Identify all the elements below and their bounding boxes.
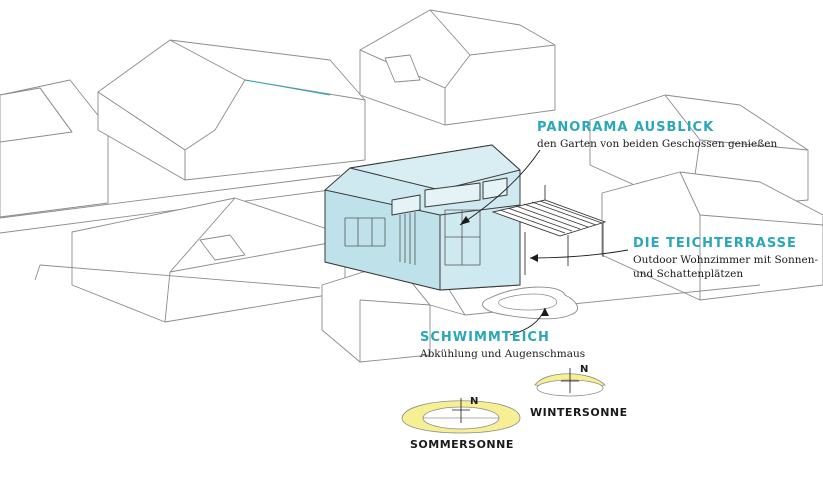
neighbor-house-top-center (97, 39, 366, 181)
summer-north-label: N (470, 396, 479, 407)
annotation-schwimmteich: SCHWIMMTEICH Abkühlung und Augenschmaus (420, 330, 585, 361)
arrowhead-teichterrasse (530, 254, 538, 262)
terrace-pergola (491, 185, 607, 275)
lot-boundary (34, 264, 321, 289)
main-house (324, 144, 521, 291)
arrow-teichterrasse (529, 249, 629, 259)
winter-sun-label: WINTERSONNE (530, 406, 628, 419)
pond-inner (498, 293, 558, 311)
neighbor-house-top-left (0, 79, 109, 218)
summer-sun-diagram (401, 398, 521, 434)
teichterrasse-subtitle-line1: Outdoor Wohnzimmer mit Sonnen- (633, 254, 819, 266)
street-edge-2 (0, 189, 331, 234)
winter-sun-diagram (534, 368, 606, 397)
arrow-panorama (459, 149, 541, 226)
arrowhead-panorama (460, 216, 470, 225)
neighbor-house-top-right (359, 9, 556, 126)
schwimmteich-title: SCHWIMMTEICH (420, 330, 550, 345)
street-edge (0, 174, 341, 219)
winter-north-label: N (580, 364, 589, 375)
panorama-title: PANORAMA AUSBLICK (537, 120, 715, 135)
annotation-panorama: PANORAMA AUSBLICK den Garten von beiden … (537, 120, 777, 151)
schwimmteich-subtitle: Abkühlung und Augenschmaus (420, 348, 586, 360)
teichterrasse-title: DIE TEICHTERRASSE (633, 236, 797, 251)
panorama-subtitle: den Garten von beiden Geschossen genieße… (537, 138, 778, 150)
annotation-teichterrasse: DIE TEICHTERRASSE Outdoor Wohnzimmer mit… (633, 236, 818, 281)
teichterrasse-subtitle-line2: und Schattenplätzen (633, 268, 744, 280)
neighbor-house-left-middle (71, 197, 346, 323)
arrowhead-schwimmteich (541, 308, 549, 316)
neighbor-house-right-lower (601, 171, 823, 301)
summer-sun-label: SOMMERSONNE (410, 438, 514, 451)
